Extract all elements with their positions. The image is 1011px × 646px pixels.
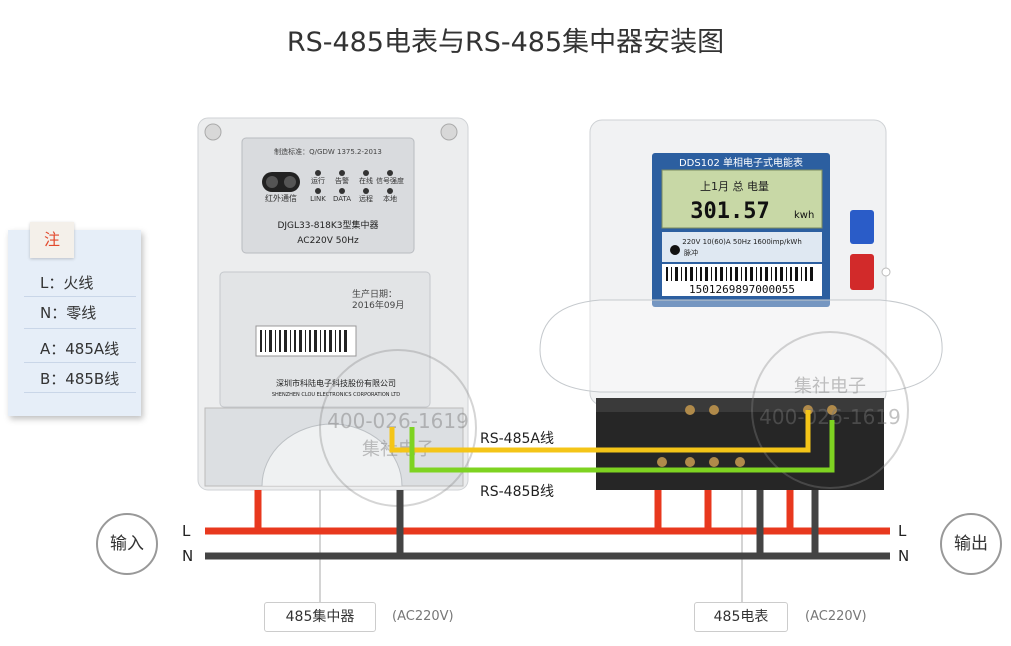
led-label: 运行 bbox=[311, 176, 325, 185]
concentrator-device bbox=[197, 117, 469, 491]
lcd-top: 上1月 总 电量 bbox=[700, 179, 769, 193]
led-label: 告警 bbox=[335, 176, 349, 185]
note-tag: 注 bbox=[30, 222, 74, 258]
led-label: DATA bbox=[333, 195, 351, 203]
legend-note: 注 L：火线 N：零线 A：485A线 B：485B线 bbox=[8, 222, 141, 416]
concentrator-voltage: (AC220V) bbox=[392, 609, 454, 624]
page-title: RS-485电表与RS-485集中器安装图 bbox=[286, 27, 725, 58]
concentrator-volt: AC220V 50Hz bbox=[297, 236, 359, 246]
wire-l bbox=[205, 490, 890, 535]
watermark-brand: 集社电子 bbox=[794, 376, 866, 397]
meter-spec: 220V 10(60)A 50Hz 1600imp/kWh bbox=[682, 238, 802, 246]
maker-en: SHENZHEN CLOU ELECTRONICS CORPORATION LT… bbox=[272, 392, 400, 398]
meter-reading: 301.57 bbox=[690, 199, 769, 224]
watermark-phone: 400-026-1619 bbox=[327, 409, 469, 433]
led-label: 在线 bbox=[359, 176, 373, 185]
led-label: 本地 bbox=[383, 194, 397, 203]
legend-item-n: N：零线 bbox=[40, 304, 97, 322]
line-n-right: N bbox=[898, 547, 910, 565]
output-label: 输出 bbox=[940, 513, 1002, 575]
meter-label: 485电表 bbox=[694, 602, 788, 632]
wire-a bbox=[389, 410, 811, 453]
led-label: 远程 bbox=[359, 194, 373, 203]
legend-item-a: A：485A线 bbox=[40, 340, 120, 358]
concentrator-std: 制造标准：Q/GDW 1375.2-2013 bbox=[274, 147, 382, 156]
meter-model: DDS102 单相电子式电能表 bbox=[679, 156, 803, 169]
pulse-label: 脉冲 bbox=[684, 248, 698, 257]
line-n-left: N bbox=[182, 547, 194, 565]
legend-item-l: L：火线 bbox=[40, 274, 94, 292]
legend-item-b: B：485B线 bbox=[40, 370, 120, 388]
wire-b-label: RS-485B线 bbox=[480, 484, 554, 500]
meter-unit: kwh bbox=[794, 210, 814, 221]
date-value: 2016年09月 bbox=[352, 299, 404, 311]
wire-n bbox=[205, 490, 890, 560]
line-l-right: L bbox=[898, 522, 907, 540]
ir-label: 红外通信 bbox=[265, 193, 297, 203]
concentrator-model: DJGL33-818K3型集中器 bbox=[277, 219, 378, 231]
meter-barcode: 1501269897000055 bbox=[689, 283, 795, 296]
concentrator-label: 485集中器 bbox=[264, 602, 376, 632]
wire-b bbox=[409, 420, 835, 473]
date-label: 生产日期： bbox=[352, 288, 397, 300]
input-label: 输入 bbox=[96, 513, 158, 575]
led-label: LINK bbox=[310, 195, 326, 203]
wire-a-label: RS-485A线 bbox=[480, 431, 554, 447]
line-l-left: L bbox=[182, 522, 191, 540]
maker-name: 深圳市科陆电子科技股份有限公司 bbox=[276, 378, 396, 388]
meter-device bbox=[539, 119, 943, 490]
led-label: 信号强度 bbox=[376, 176, 404, 185]
meter-voltage: (AC220V) bbox=[805, 609, 867, 624]
